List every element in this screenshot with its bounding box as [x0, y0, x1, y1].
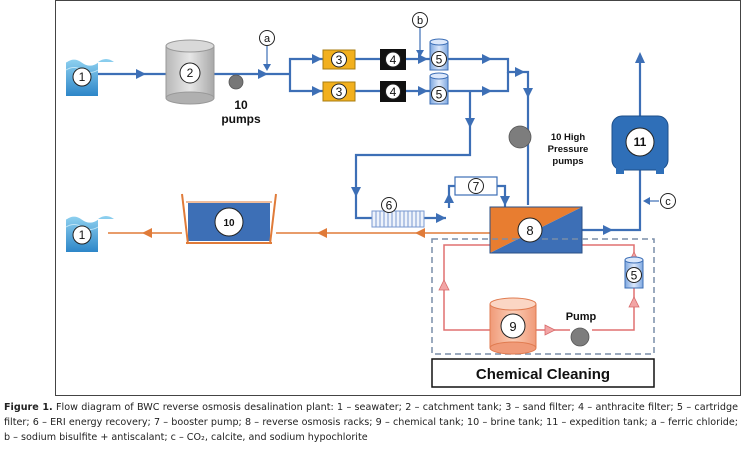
cleaning-cartridge-number: 5: [631, 269, 638, 283]
hp-pumps-label-line3: pumps: [552, 156, 583, 167]
dosing-arrow-heads: [263, 50, 650, 205]
sand-filter-bottom-number: 3: [336, 85, 343, 99]
caption-text: Flow diagram of BWC reverse osmosis desa…: [4, 402, 738, 443]
brine-tank-number: 10: [223, 218, 235, 229]
cartridge-filter-top-number: 5: [436, 53, 443, 67]
feed-pump-icon: [228, 74, 244, 90]
caption-label: Figure 1.: [4, 402, 53, 413]
cleaning-piping: [443, 244, 635, 331]
chemical-cleaning-title: Chemical Cleaning: [476, 366, 610, 383]
sand-filter-top-number: 3: [336, 53, 343, 67]
anthracite-filter-top-number: 4: [390, 53, 397, 67]
chemical-cleaning-boundary: [431, 238, 655, 355]
energy-recovery-number: 6: [386, 199, 393, 213]
feed-pumps-label-line1: 10: [234, 98, 248, 112]
seawater-label-top: 1: [79, 70, 86, 84]
hp-pumps-label-line2: Pressure: [548, 144, 589, 155]
dosing-a-label: a: [264, 33, 271, 45]
chemical-cleaning-title-box: [431, 358, 655, 388]
figure-caption: Figure 1. Flow diagram of BWC reverse os…: [4, 401, 738, 445]
seawater-label-bottom: 1: [79, 228, 86, 242]
cleaning-pump-icon: [570, 327, 590, 347]
energy-recovery-icon: [371, 210, 425, 228]
feed-pumps-label-line2: pumps: [221, 112, 261, 126]
chemical-tank-number: 9: [509, 319, 516, 334]
cleaning-arrows: [438, 251, 640, 336]
booster-pump-number: 7: [473, 180, 480, 194]
expedition-tank-number: 11: [634, 135, 647, 149]
anthracite-filter-bottom-number: 4: [390, 85, 397, 99]
ro-rack-number: 8: [526, 223, 533, 238]
dosing-c-label: c: [665, 196, 671, 208]
brine-piping: [108, 228, 490, 238]
feed-arrows: [136, 52, 645, 235]
catchment-tank-number: 2: [187, 66, 194, 80]
high-pressure-pump-icon: [508, 125, 532, 149]
flow-diagram: 1 2 3 3 4 4 5 5 11 7 6 8 10: [65, 12, 676, 388]
cartridge-filter-bottom-number: 5: [436, 88, 443, 102]
dosing-b-label: b: [417, 15, 423, 27]
cleaning-pump-label: Pump: [566, 311, 597, 323]
hp-pumps-label-line1: 10 High: [551, 132, 586, 143]
